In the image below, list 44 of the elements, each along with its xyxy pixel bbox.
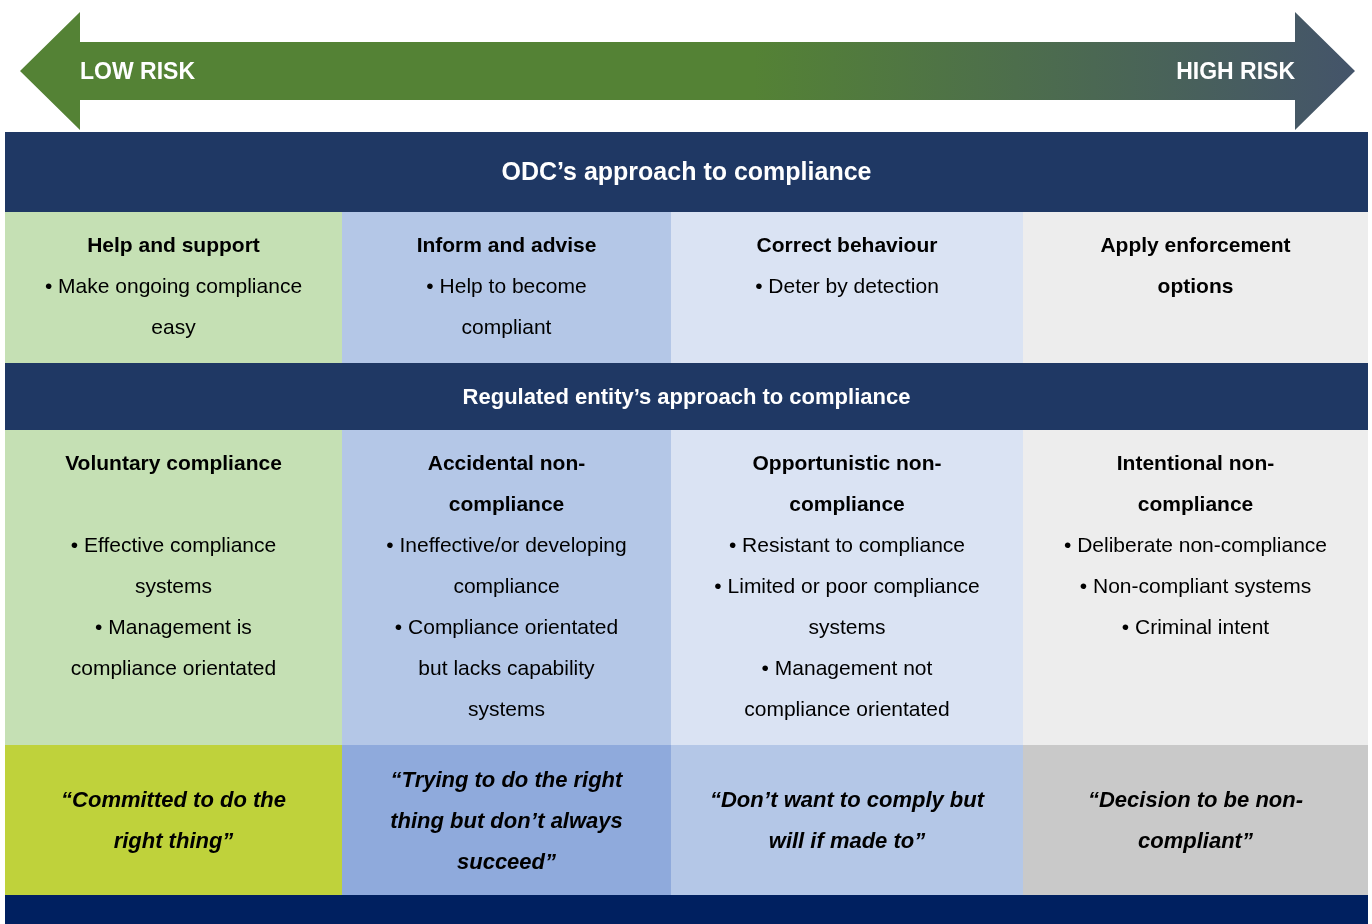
cell-heading: Opportunistic non-compliance <box>751 450 943 517</box>
bullet-text: • Resistant to compliance <box>728 532 966 558</box>
bullet-text: • Management is compliance orientated <box>69 614 278 681</box>
section-heading: ODC’s approach to compliance <box>501 156 872 188</box>
cell-heading: Correct behaviour <box>756 232 938 258</box>
quote-text: “Decision to be non-compliant” <box>1086 786 1305 855</box>
table-cell <box>1023 430 1368 745</box>
table-cell <box>5 212 342 363</box>
quote-text: “Committed to do the right thing” <box>60 786 287 855</box>
bullet-text: • Management not compliance orientated <box>743 655 951 722</box>
table-cell <box>342 430 671 745</box>
cell-heading: Voluntary compliance <box>65 450 282 476</box>
section-heading: Regulated entity’s approach to compliance <box>462 383 911 411</box>
quote-cell <box>342 745 671 895</box>
bullet-text: • Ineffective/or developing compliance <box>385 532 628 599</box>
table-cell <box>5 430 342 745</box>
bullet-text: • Effective compliance systems <box>69 532 278 599</box>
bullet-text: • Deter by detection <box>755 273 939 299</box>
cell-heading: Apply enforcement options <box>1099 232 1292 299</box>
table-cell <box>671 212 1023 363</box>
header-band <box>5 132 1368 212</box>
bullet-text: • Non-compliant systems <box>1079 573 1312 599</box>
footer-bar <box>5 895 1368 924</box>
bullet-text: • Make ongoing compliance easy <box>43 273 304 340</box>
cell-heading: Accidental non-compliance <box>426 450 587 517</box>
cell-heading: Inform and advise <box>416 232 597 258</box>
quote-cell <box>671 745 1023 895</box>
table-cell <box>671 430 1023 745</box>
bullet-text: • Compliance orientated but lacks capability systems <box>393 614 620 722</box>
risk-label: HIGH RISK <box>1176 56 1295 86</box>
cell-heading: Intentional non-compliance <box>1115 450 1276 517</box>
table-cell <box>1023 212 1368 363</box>
header-band <box>5 363 1368 430</box>
bullet-text: • Deliberate non-compliance <box>1064 532 1327 558</box>
quote-cell <box>5 745 342 895</box>
cell-heading: Help and support <box>87 232 260 258</box>
bullet-text: • Help to become compliant <box>425 273 588 340</box>
bullet-text: • Limited or poor compliance systems <box>713 573 981 640</box>
quote-cell <box>1023 745 1368 895</box>
quote-text: “Don’t want to comply but will if made to” <box>708 786 986 855</box>
risk-label: LOW RISK <box>80 56 195 86</box>
bullet-text: • Criminal intent <box>1121 614 1270 640</box>
quote-text: “Trying to do the right thing but don’t always succeed” <box>389 765 624 876</box>
table-cell <box>342 212 671 363</box>
